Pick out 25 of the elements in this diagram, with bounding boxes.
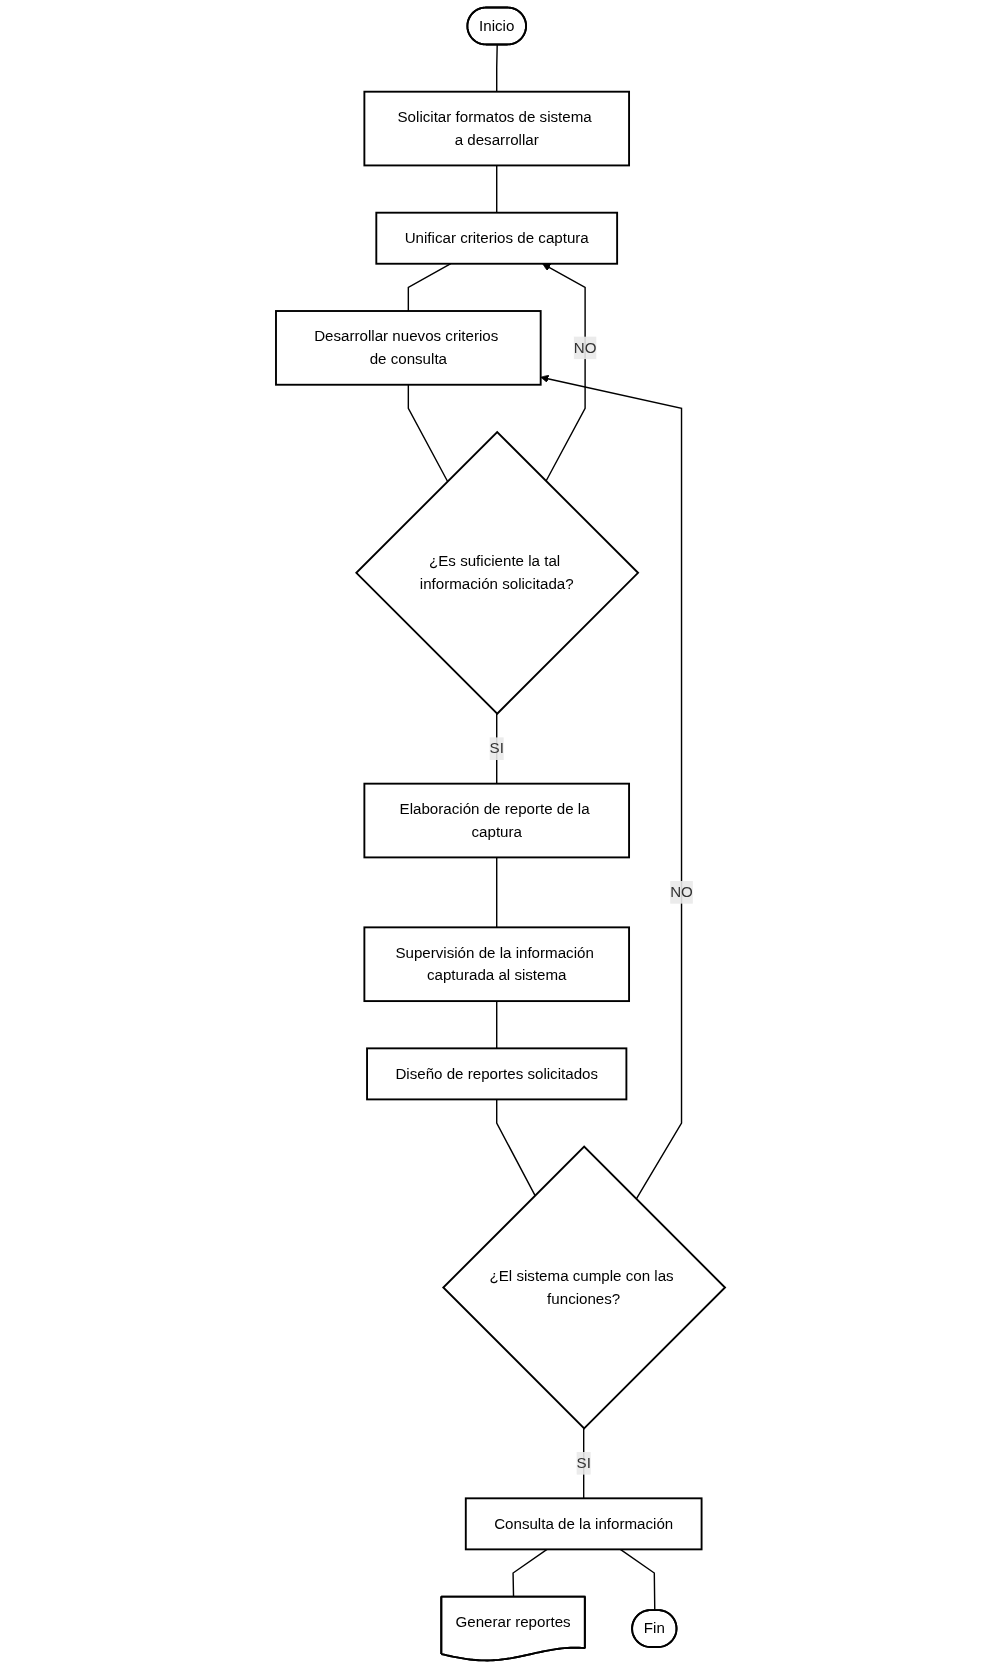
connector xyxy=(496,164,498,214)
connector xyxy=(496,1098,536,1197)
node-box: Desarrollar nuevos criterios de consulta xyxy=(275,310,542,386)
connector xyxy=(619,1548,656,1612)
connector xyxy=(407,384,449,482)
edge-label: SI xyxy=(489,740,504,757)
node-box: Consulta de la información xyxy=(464,1497,703,1551)
arrow xyxy=(542,263,586,482)
node-box: Diseño de reportes solicitados xyxy=(366,1047,628,1101)
connector xyxy=(407,263,452,312)
node-box: Elaboración de reporte de la captura xyxy=(363,782,630,859)
node-box: Supervisión de la información capturada al sistema xyxy=(363,926,630,1003)
node-diamond: ¿El sistema cumple con las funciones? xyxy=(441,1145,727,1430)
connector xyxy=(583,1427,585,1500)
connector xyxy=(496,856,498,929)
connector xyxy=(496,713,498,785)
node-diamond: ¿Es suficiente la tal información solicitada? xyxy=(355,430,640,716)
node-box: Solicitar formatos de sistema a desarrollar xyxy=(363,90,630,167)
connector xyxy=(496,44,498,93)
node-box: Unificar criterios de captura xyxy=(375,211,619,265)
arrow xyxy=(540,374,683,1200)
edge-label: SI xyxy=(576,1454,591,1471)
edge-label: NO xyxy=(670,883,693,900)
edge-label: NO xyxy=(573,339,597,356)
connector xyxy=(496,1000,498,1050)
